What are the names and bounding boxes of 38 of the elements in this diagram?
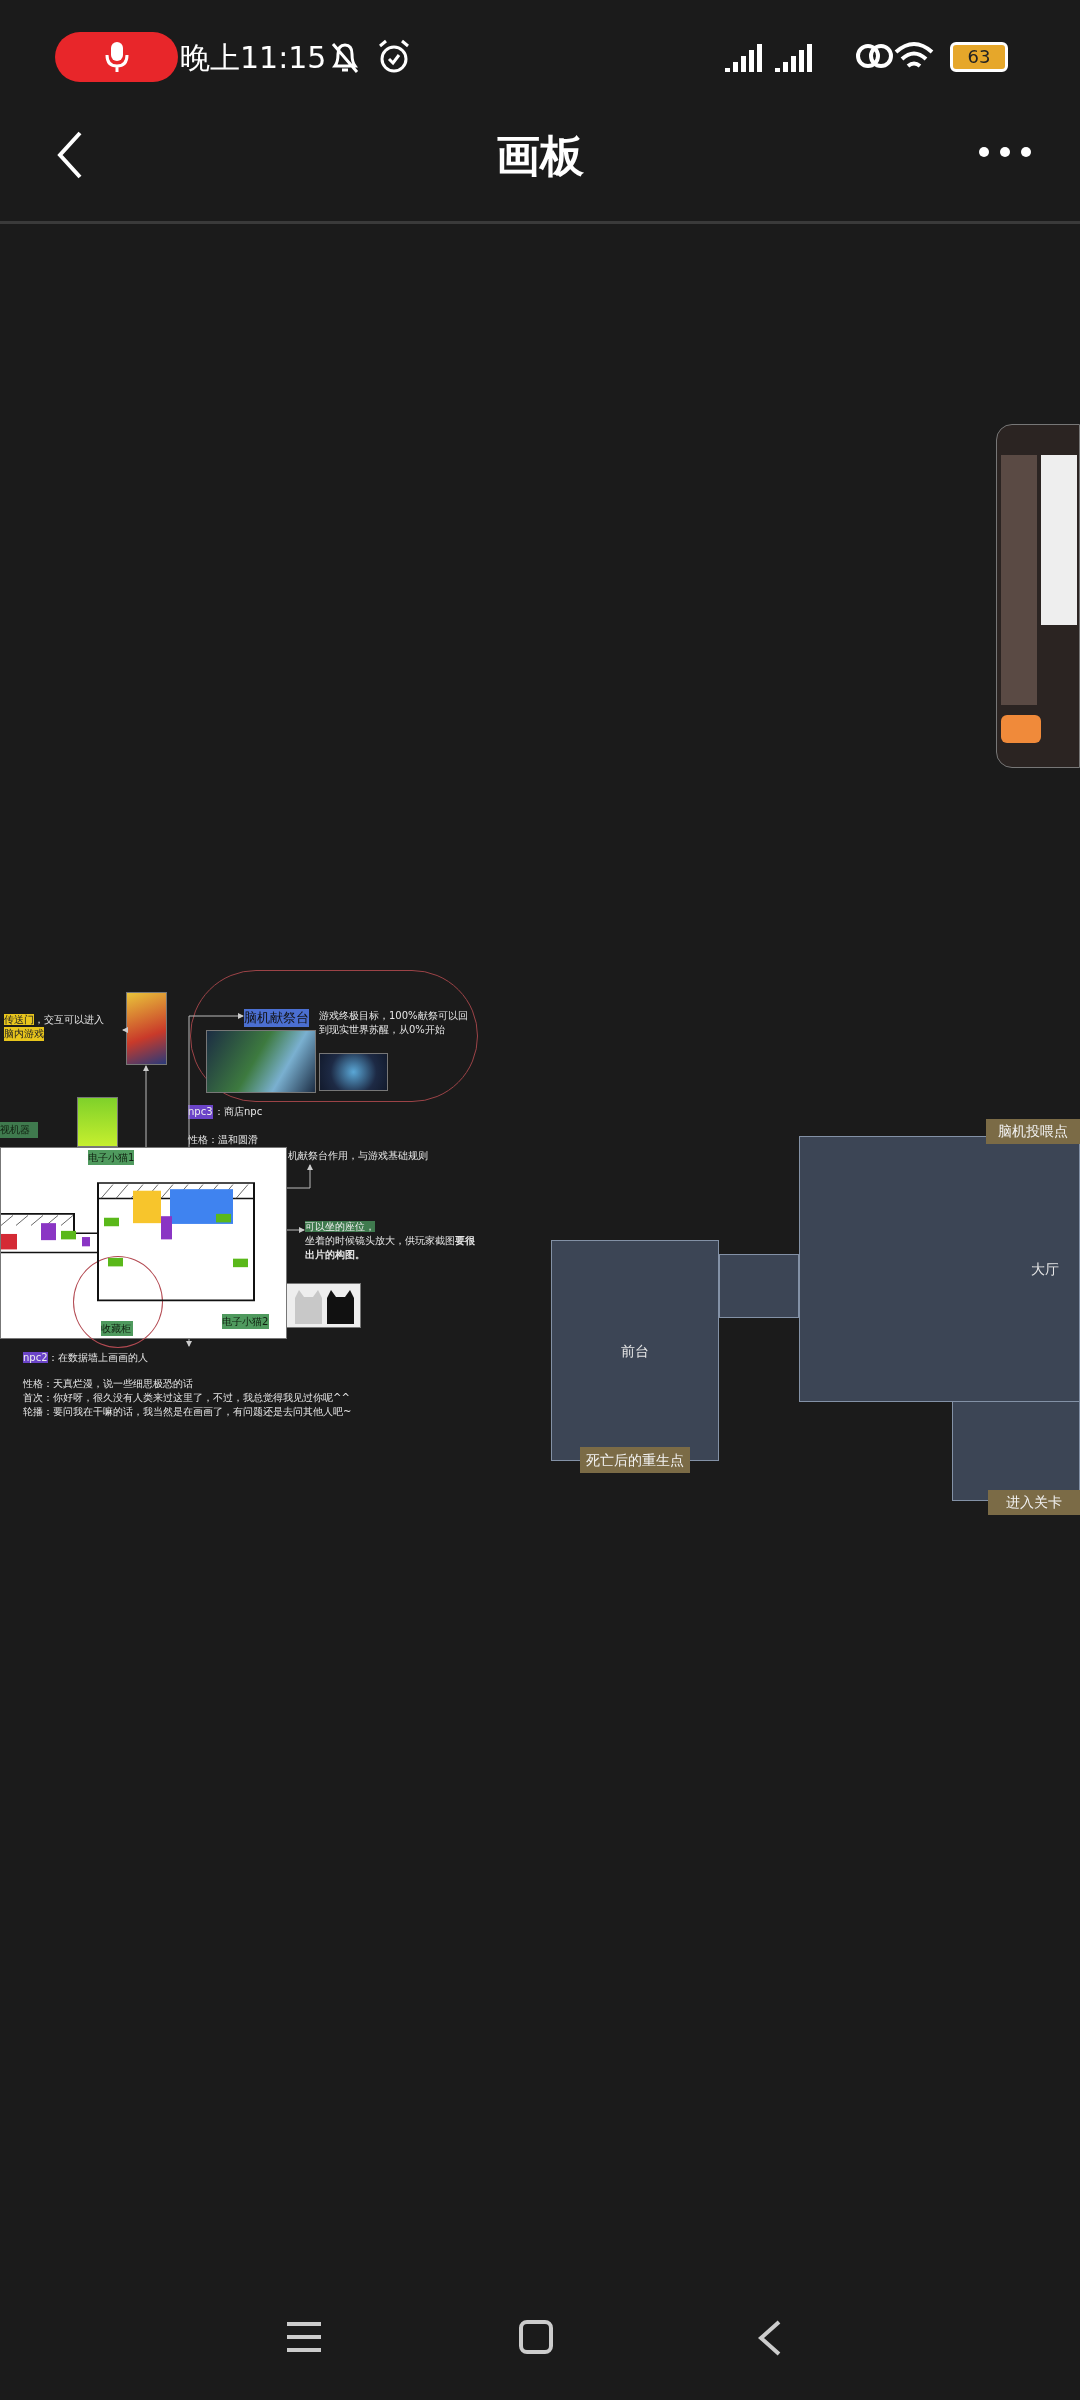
scene-picture: [319, 1053, 388, 1091]
note-text: 游戏终极目标，100%献祭可以回到现实世界苏醒，从0%开始: [319, 1009, 469, 1037]
tag-label: 死亡后的重生点: [580, 1447, 690, 1473]
tag-label: 收藏柜: [101, 1321, 133, 1336]
highlighted-text: npc2: [23, 1352, 48, 1363]
note-text: 性格：温和圆滑: [188, 1133, 258, 1147]
arrow: [143, 1065, 149, 1148]
note-text: 机献祭台作用，与游戏基础规则: [288, 1148, 448, 1164]
note-text: ：商店npc: [214, 1105, 263, 1119]
note-text: 首次：你好呀，很久没有人类来过这里了，不过，我总觉得我见过你呢^^: [23, 1391, 351, 1405]
highlighted-text: 可以坐的座位，: [305, 1221, 375, 1232]
note-text: 性格：天真烂漫，说一些细思极恐的话: [23, 1377, 194, 1391]
note-text: ，交互可以进入: [34, 1014, 104, 1025]
tag-label: 视机器: [0, 1122, 38, 1138]
status-time: 晚上11:15: [180, 39, 327, 77]
highlighted-text: 脑机献祭台: [244, 1009, 309, 1027]
arrow: [286, 1227, 305, 1233]
note-text: 坐着的时候镜头放大，供玩家截图要很出片的构图。: [305, 1234, 475, 1262]
battery-indicator: 63: [950, 42, 1008, 72]
poster-picture: [126, 992, 167, 1065]
game-picture: [77, 1097, 118, 1147]
arrow: [286, 1164, 313, 1189]
tag-label: 脑机投喂点: [986, 1119, 1080, 1144]
page-title: 画板: [495, 129, 585, 183]
highlighted-text: 脑内游戏: [4, 1027, 44, 1041]
tag-label: 电子小猫2: [222, 1314, 269, 1329]
scene-picture: [206, 1030, 316, 1093]
tag-label: 电子小猫1: [88, 1150, 134, 1165]
arrow: [188, 1013, 244, 1148]
highlighted-text: 传送门: [4, 1014, 34, 1025]
note-text: ：在数据墙上画画的人: [47, 1352, 148, 1363]
video-window: [996, 424, 1080, 768]
arrow: [122, 1027, 128, 1033]
corridor-block: [719, 1254, 799, 1318]
tag-label: 进入关卡: [988, 1490, 1080, 1515]
arrow: [186, 1338, 192, 1347]
note-text: 轮播：要问我在干嘛的话，我当然是在画画了，有问题还是去问其他人吧~: [23, 1405, 353, 1419]
highlighted-text: npc3: [188, 1105, 213, 1119]
